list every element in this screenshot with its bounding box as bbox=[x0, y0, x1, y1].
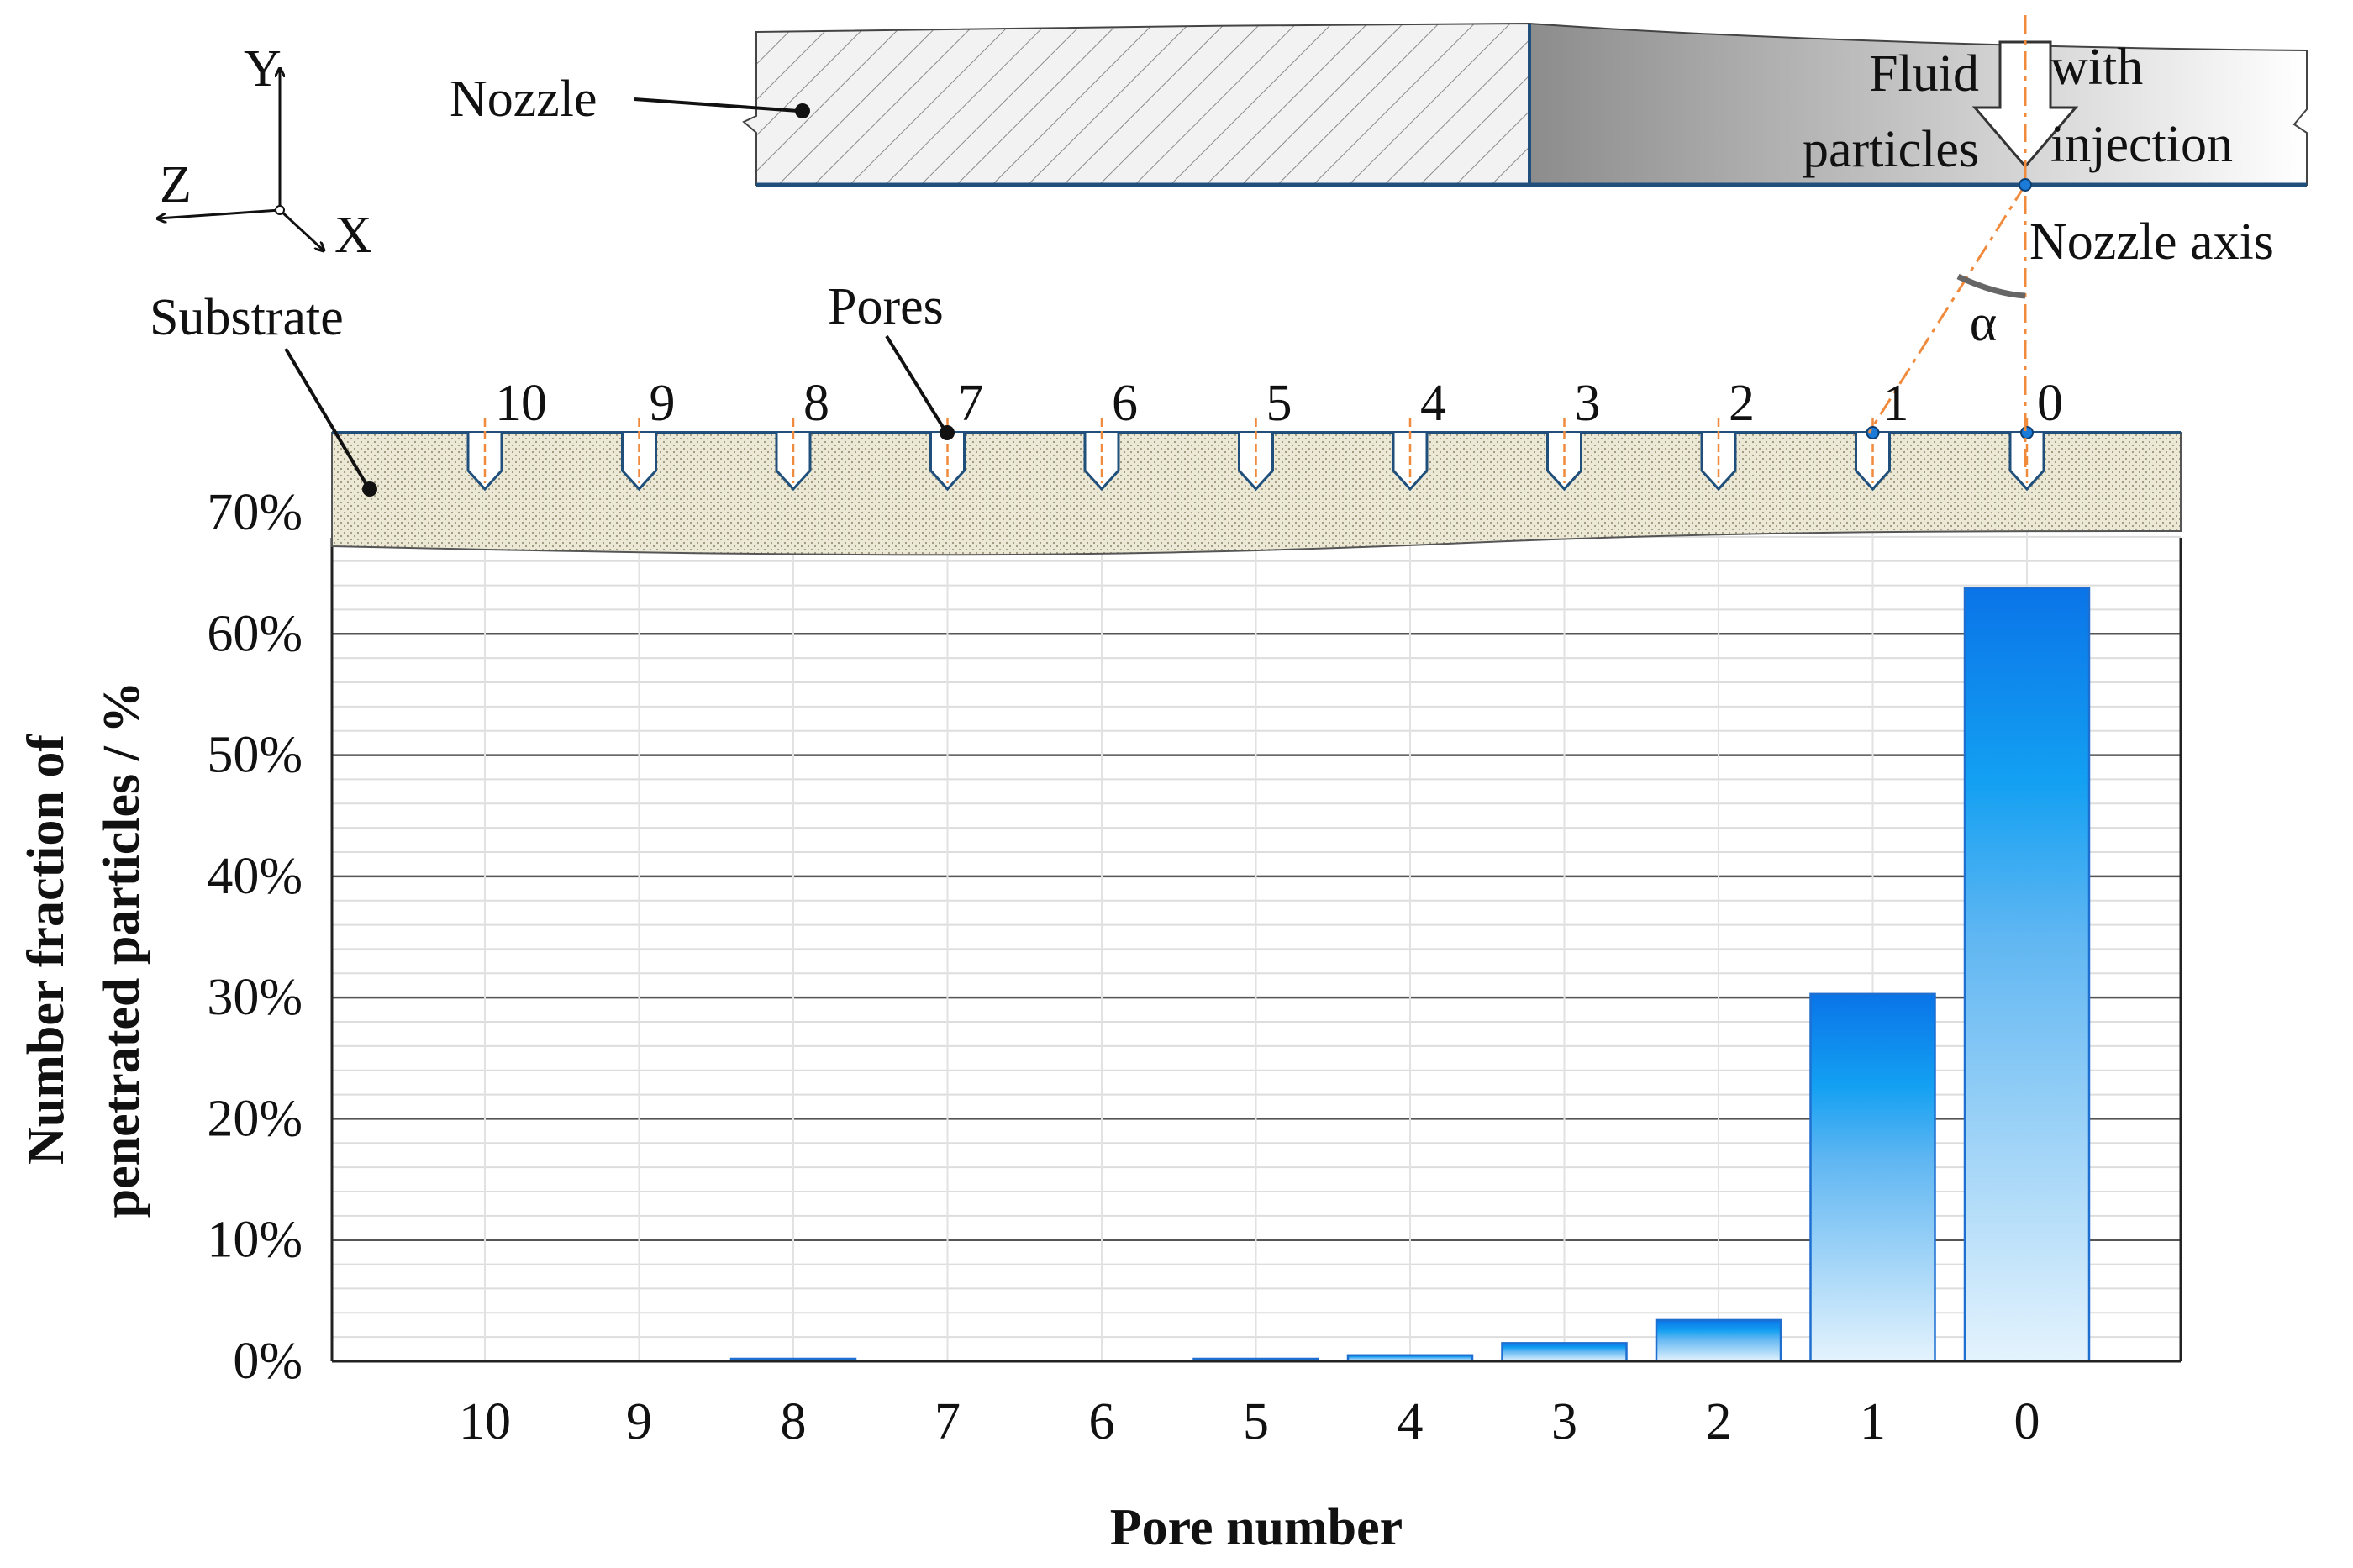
angle-alpha-label: α bbox=[1970, 295, 1997, 352]
pore-10 bbox=[466, 418, 503, 492]
injection-label-line-1: with bbox=[2050, 39, 2143, 96]
x-tick-label: 2 bbox=[1706, 1393, 1732, 1450]
pore-1 bbox=[1855, 418, 1891, 492]
pore-1-direction-line bbox=[1867, 184, 2027, 434]
x-axis-arrow bbox=[278, 208, 324, 250]
nozzle-axis-label: Nozzle axis bbox=[2029, 213, 2274, 271]
angle-arc bbox=[1956, 273, 2026, 299]
pore-target-point bbox=[2020, 426, 2034, 439]
pore-number-label: 4 bbox=[1420, 375, 1446, 432]
pore-2 bbox=[1700, 418, 1737, 492]
y-tick-labels: 0% 10% 20% 30% 40% 50% 60% 70% bbox=[207, 484, 303, 1390]
x-tick-label: 9 bbox=[626, 1393, 652, 1450]
y-tick-label: 40% bbox=[207, 848, 303, 905]
pores-leader-dot bbox=[940, 425, 955, 440]
pore-4 bbox=[1392, 418, 1429, 492]
pore-9 bbox=[621, 418, 657, 492]
y-tick-label: 20% bbox=[207, 1090, 303, 1147]
substrate-label: Substrate bbox=[150, 289, 344, 346]
bar-pore-2 bbox=[1655, 1318, 1782, 1363]
x-tick-label: 6 bbox=[1089, 1393, 1115, 1450]
nozzle-axis-point bbox=[2019, 178, 2032, 192]
y-tick-label: 30% bbox=[207, 969, 303, 1026]
fluid-particles-label-line-2: particles bbox=[1803, 121, 1979, 178]
y-tick-label: 50% bbox=[207, 727, 303, 784]
x-axis-letter: X bbox=[334, 207, 372, 264]
substrate-leader-dot bbox=[362, 481, 377, 497]
pores bbox=[466, 418, 2045, 492]
pore-number-label: 3 bbox=[1575, 375, 1601, 432]
x-tick-label: 8 bbox=[781, 1393, 807, 1450]
pore-target-point bbox=[1866, 426, 1880, 439]
y-axis-title: Number fraction of penetrated particles … bbox=[18, 681, 150, 1218]
x-axis-title: Pore number bbox=[1110, 1499, 1403, 1556]
x-tick-label: 7 bbox=[934, 1393, 961, 1450]
bar-pore-3 bbox=[1501, 1342, 1628, 1363]
x-tick-label: 0 bbox=[2014, 1393, 2040, 1450]
pores-leader bbox=[885, 334, 947, 433]
y-axis-title-line-2: penetrated particles / % bbox=[93, 681, 150, 1218]
pores-label: Pores bbox=[828, 278, 944, 335]
nozzle-label: Nozzle bbox=[450, 71, 597, 128]
y-tick-label: 10% bbox=[207, 1212, 303, 1269]
pore-number-label: 7 bbox=[958, 375, 984, 432]
origin-point bbox=[275, 205, 285, 215]
pore-6 bbox=[1083, 418, 1120, 492]
vertical-gridlines bbox=[484, 513, 2028, 1361]
pore-7 bbox=[929, 418, 966, 492]
pore-0 bbox=[2008, 418, 2045, 492]
z-axis-letter: Z bbox=[160, 156, 192, 213]
setup-schematic: Nozzle Fluid particles with injection No… bbox=[150, 15, 2308, 556]
x-tick-label: 5 bbox=[1243, 1393, 1269, 1450]
injection-label-line-2: injection bbox=[2050, 116, 2233, 173]
z-axis-arrow bbox=[158, 208, 281, 218]
pore-3 bbox=[1546, 418, 1582, 492]
fluid-particles-label-line-1: Fluid bbox=[1869, 45, 1979, 103]
substrate-leader bbox=[284, 347, 370, 489]
pore-number-label: 6 bbox=[1112, 375, 1138, 432]
bars bbox=[729, 587, 2091, 1363]
nozzle-leader-dot bbox=[795, 103, 810, 118]
pore-5 bbox=[1238, 418, 1274, 492]
pore-number-label: 8 bbox=[803, 375, 829, 432]
nozzle-body-hatched bbox=[742, 22, 1530, 186]
x-tick-label: 1 bbox=[1860, 1393, 1886, 1450]
y-tick-label: 70% bbox=[207, 484, 303, 541]
bar-pore-1 bbox=[1809, 992, 1936, 1363]
pore-number-label: 0 bbox=[2037, 375, 2063, 432]
nozzle-leader bbox=[634, 97, 799, 113]
pore-8 bbox=[775, 418, 812, 492]
y-tick-label: 0% bbox=[233, 1333, 303, 1390]
pore-number-label: 2 bbox=[1729, 375, 1755, 432]
y-axis-letter: Y bbox=[244, 40, 282, 97]
pore-number-label: 10 bbox=[495, 375, 547, 432]
bar-pore-0 bbox=[1963, 587, 2091, 1363]
x-tick-label: 4 bbox=[1398, 1393, 1424, 1450]
pore-number-label: 5 bbox=[1266, 375, 1292, 432]
y-tick-label: 60% bbox=[207, 605, 303, 662]
x-tick-label: 3 bbox=[1551, 1393, 1577, 1450]
coordinate-axes: Y Z X bbox=[158, 40, 372, 264]
x-tick-label: 10 bbox=[459, 1393, 511, 1450]
pore-number-label: 1 bbox=[1883, 375, 1909, 432]
pore-number-label: 9 bbox=[650, 375, 676, 432]
y-axis-title-line-1: Number fraction of bbox=[18, 734, 75, 1165]
